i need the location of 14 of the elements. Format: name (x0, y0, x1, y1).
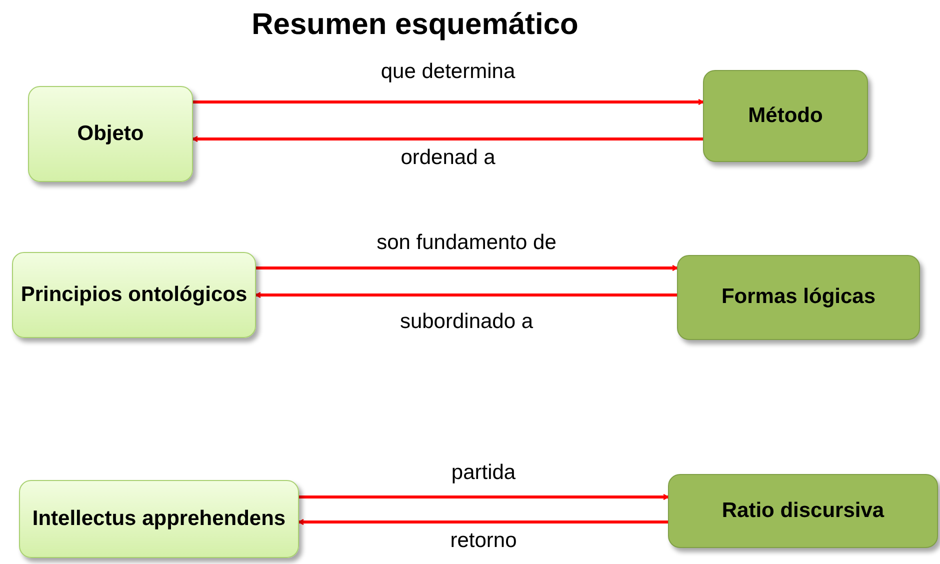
arrow (299, 494, 669, 500)
arrow (193, 98, 704, 106)
process-box: Formas lógicas (677, 255, 920, 340)
arrow (192, 136, 703, 142)
process-box: Principios ontológicos (12, 252, 256, 338)
arrow (256, 264, 678, 272)
process-box: Objeto (28, 86, 193, 182)
process-box: Ratio discursiva (668, 474, 938, 548)
arrow (255, 292, 677, 298)
diagram-title: Resumen esquemático (250, 8, 580, 42)
process-box: Intellectus apprehendens (19, 480, 299, 558)
edge-label: que determina (378, 60, 518, 84)
process-box: Método (703, 70, 868, 162)
arrow (298, 518, 668, 526)
